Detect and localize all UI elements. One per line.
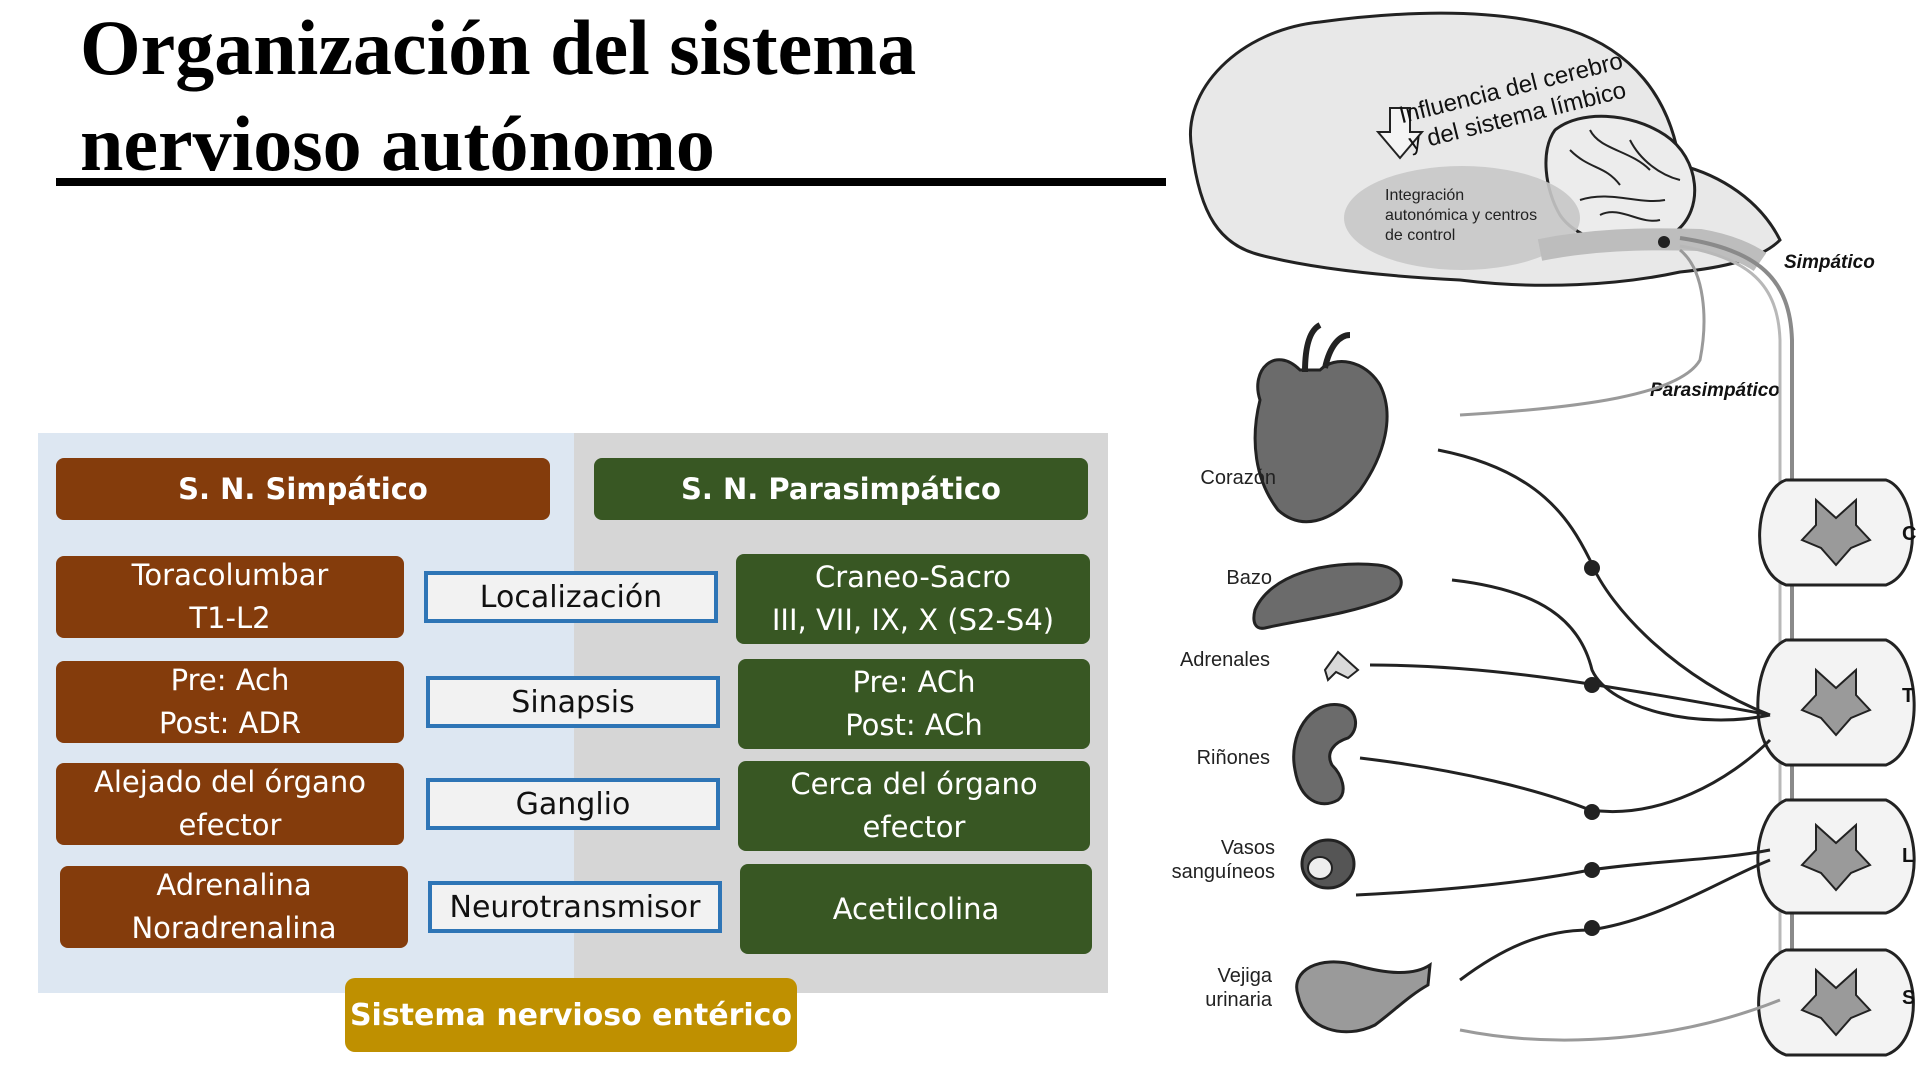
spinal-level-t: T	[1902, 685, 1914, 707]
ganglion-1	[1584, 560, 1600, 576]
criterion-ganglion: Ganglio	[426, 778, 720, 830]
spinal-cord-thoracic	[1756, 638, 1916, 767]
nerve-spleen	[1451, 578, 1771, 722]
label-kidneys: Riñones	[1197, 747, 1270, 769]
nerve-kidney	[1359, 738, 1772, 813]
bladder-organ	[1295, 960, 1432, 1034]
nerve-adrenal	[1369, 663, 1771, 717]
integration-zone	[1344, 166, 1580, 270]
spinal-cord-lumbar	[1756, 798, 1916, 915]
sympathetic-diagram-label: Simpático	[1784, 252, 1875, 273]
parasympathetic-diagram-label: Parasimpático	[1650, 380, 1780, 401]
blood-vessel-organ	[1300, 838, 1356, 890]
title-underline	[56, 178, 1166, 186]
kidney-organ	[1292, 703, 1357, 806]
page-title: Organización del sistema nervioso autóno…	[80, 4, 917, 187]
label-heart: Corazón	[1200, 467, 1276, 489]
spleen-organ	[1252, 562, 1403, 630]
down-arrow-icon	[1375, 107, 1425, 160]
sympathetic-header: S. N. Simpático	[56, 458, 550, 520]
criterion-synapse: Sinapsis	[426, 676, 720, 728]
heart-organ	[1253, 322, 1389, 524]
enteric-system-box: Sistema nervioso entérico	[345, 978, 797, 1052]
ganglion-3	[1584, 804, 1600, 820]
parasympathetic-synapse: Pre: ACh Post: ACh	[738, 659, 1090, 749]
label-vessels-1: Vasos	[1221, 837, 1275, 859]
spinal-level-l: L	[1902, 845, 1914, 867]
ganglion-brainstem	[1658, 236, 1670, 248]
nerve-heart	[1437, 448, 1771, 717]
spinal-level-c: C	[1902, 523, 1916, 545]
vagus-nerve	[1459, 248, 1706, 417]
integration-text-2: autonómica y centros	[1385, 207, 1537, 224]
spinal-level-s: S	[1902, 987, 1915, 1009]
integration-text-1: Integración	[1385, 187, 1464, 204]
sympathetic-neurotransmitter: Adrenalina Noradrenalina	[60, 866, 408, 948]
ganglion-4	[1584, 862, 1600, 878]
sympathetic-trunk-inner	[1679, 244, 1782, 1000]
label-bladder-1: Vejiga	[1218, 965, 1273, 987]
sympathetic-trunk	[1679, 236, 1794, 1010]
spinal-cord-sacral	[1757, 948, 1915, 1057]
adrenal-organ	[1323, 650, 1360, 682]
criterion-location: Localización	[424, 571, 718, 623]
sympathetic-synapse: Pre: Ach Post: ADR	[56, 661, 404, 743]
ganglion-2	[1584, 677, 1600, 693]
label-vessels-2: sanguíneos	[1172, 861, 1275, 883]
label-spleen: Bazo	[1226, 567, 1272, 589]
parasympathetic-neurotransmitter: Acetilcolina	[740, 864, 1092, 954]
criterion-neurotransmitter: Neurotransmisor	[428, 881, 722, 933]
parasympathetic-sacral-fiber	[1459, 998, 1781, 1042]
autonomic-nervous-system-diagram: Influencia del cerebro y del sistema lím…	[1172, 11, 1916, 1057]
nerve-bladder	[1459, 858, 1771, 982]
parasympathetic-ganglion: Cerca del órgano efector	[738, 761, 1090, 851]
integration-text-3: de control	[1385, 227, 1455, 244]
parasympathetic-header: S. N. Parasimpático	[594, 458, 1088, 520]
parasympathetic-location: Craneo-Sacro III, VII, IX, X (S2-S4)	[736, 554, 1090, 644]
label-bladder-2: urinaria	[1205, 989, 1273, 1011]
spinal-cord-cervical	[1758, 478, 1914, 587]
sympathetic-location: Toracolumbar T1-L2	[56, 556, 404, 638]
ganglion-5	[1584, 920, 1600, 936]
sympathetic-ganglion: Alejado del órgano efector	[56, 763, 404, 845]
label-adrenals: Adrenales	[1180, 649, 1270, 671]
